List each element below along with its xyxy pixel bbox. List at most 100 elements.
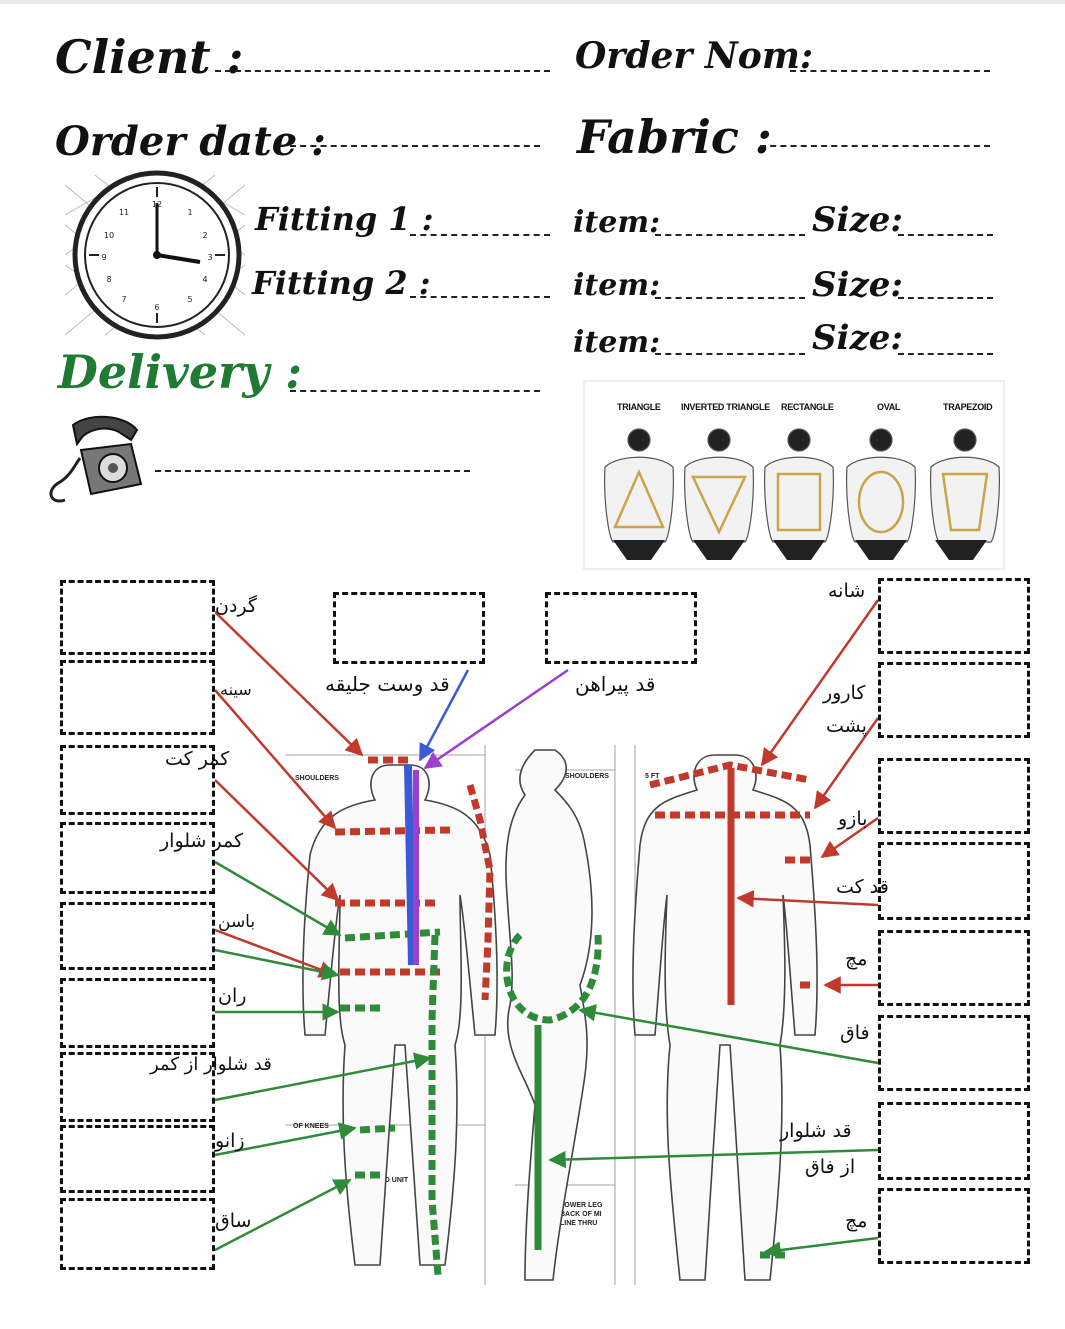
fig-text-lower-leg: LOWER LEG: [560, 1202, 603, 1209]
measure-box-right-1[interactable]: [878, 578, 1030, 654]
fabric-field[interactable]: [760, 145, 990, 147]
delivery-field[interactable]: [290, 390, 540, 392]
shape-label-triangle: TRIANGLE: [617, 402, 661, 412]
body-shape-figures: [604, 428, 1000, 560]
measure-box-right-4[interactable]: [878, 842, 1030, 920]
svg-text:3: 3: [207, 253, 212, 262]
measure-box-left-8[interactable]: [60, 1125, 215, 1193]
phone-field[interactable]: [155, 470, 470, 472]
svg-text:9: 9: [101, 253, 106, 262]
measure-box-right-8[interactable]: [878, 1188, 1030, 1264]
trapezoid-outline: [941, 472, 989, 532]
measure-box-right-6[interactable]: [878, 1015, 1030, 1091]
label-neck: گردن: [215, 595, 257, 617]
measure-box-left-6[interactable]: [60, 978, 215, 1048]
fitting1-field[interactable]: [410, 234, 550, 236]
label-hip: باسن: [218, 912, 256, 932]
label-ankle: مچ: [845, 1210, 868, 1232]
label-wrist: مچ: [845, 948, 868, 970]
measure-box-left-3[interactable]: [60, 745, 215, 815]
measure-box-left-9[interactable]: [60, 1198, 215, 1270]
shape-figure-torso: [684, 456, 754, 543]
label-crotch: فاق: [840, 1022, 870, 1044]
shape-figure-head: [707, 428, 731, 452]
measure-box-top-2[interactable]: [545, 592, 697, 664]
fig-text-line-thru: LINE THRU: [560, 1220, 597, 1227]
rectangle-outline: [776, 472, 822, 532]
label-vest-length: قد وست جلیقه: [325, 672, 450, 696]
size-label-2: Size:: [812, 265, 903, 305]
client-field[interactable]: [215, 70, 550, 72]
measure-box-right-7[interactable]: [878, 1102, 1030, 1180]
svg-text:7: 7: [121, 295, 126, 304]
svg-text:8: 8: [106, 275, 111, 284]
triangle-outline: [613, 468, 665, 529]
label-karvar: کارور: [823, 682, 866, 704]
label-knee: زانو: [215, 1130, 245, 1152]
order-num-field[interactable]: [790, 70, 990, 72]
fig-text-back-of: BACK OF MI: [560, 1211, 602, 1218]
fig-text-knees: OF KNEES: [293, 1123, 329, 1130]
size-label-3: Size:: [812, 318, 903, 358]
shape-label-inverted-triangle: INVERTED TRIANGLE: [681, 402, 770, 412]
label-chest: سینه: [220, 680, 252, 699]
size-field-2[interactable]: [898, 297, 993, 299]
label-from-crotch: از فاق: [805, 1156, 856, 1178]
label-jacket-length: قد کت: [836, 876, 889, 898]
label-calf: ساق: [215, 1210, 252, 1232]
measure-box-left-2[interactable]: [60, 660, 215, 735]
shape-figure-head: [787, 428, 811, 452]
svg-text:2: 2: [202, 231, 207, 240]
svg-text:1: 1: [187, 208, 192, 217]
inverted-triangle-outline: [691, 475, 747, 535]
item-field-3[interactable]: [655, 353, 805, 355]
size-field-1[interactable]: [898, 234, 993, 236]
shape-figure-head: [627, 428, 651, 452]
measure-box-top-1[interactable]: [333, 592, 485, 664]
shape-figure-torso: [846, 456, 916, 543]
order-date-label: Order date :: [55, 118, 326, 165]
measure-box-right-2[interactable]: [878, 662, 1030, 738]
fig-text-shoulders: SHOULDERS: [295, 775, 339, 782]
fabric-label: Fabric :: [577, 110, 772, 164]
item-label-3: item:: [573, 325, 661, 360]
fig-text-ft: 5 FT: [645, 773, 660, 780]
fitting1-label: Fitting 1 :: [255, 200, 434, 238]
item-field-2[interactable]: [655, 297, 805, 299]
measure-box-left-1[interactable]: [60, 580, 215, 655]
label-shirt-length: قد پیراهن: [575, 672, 656, 696]
shape-label-oval: OVAL: [877, 402, 901, 412]
label-shoulder: شانه: [828, 580, 866, 602]
label-jacket-waist: کمر کت: [165, 748, 230, 770]
fig-text-shoulders2: SHOULDERS: [565, 773, 609, 780]
svg-text:10: 10: [104, 231, 114, 240]
fig-text-head-unit: HEAD UNIT: [370, 1177, 409, 1184]
shape-figure-head: [953, 428, 977, 452]
body-shapes-panel: TRIANGLE INVERTED TRIANGLE RECTANGLE OVA…: [583, 380, 1005, 570]
item-field-1[interactable]: [655, 234, 805, 236]
svg-text:5: 5: [187, 295, 192, 304]
body-measurement-figure: SHOULDERS SHOULDERS 5 FT OF KNEES HEAD U…: [285, 745, 818, 1285]
measure-box-left-5[interactable]: [60, 902, 215, 970]
label-trouser-length: قد شلوار: [780, 1120, 852, 1142]
delivery-label: Delivery :: [58, 345, 303, 399]
item-label-1: item:: [573, 205, 661, 240]
order-date-field[interactable]: [290, 145, 540, 147]
shape-label-trapezoid: TRAPEZOID: [943, 402, 993, 412]
svg-text:11: 11: [119, 208, 129, 217]
size-field-3[interactable]: [898, 353, 993, 355]
oval-outline: [857, 470, 905, 534]
label-back: پشت: [826, 715, 867, 737]
measure-box-left-7[interactable]: [60, 1052, 215, 1122]
measure-box-left-4[interactable]: [60, 822, 215, 894]
fitting2-field[interactable]: [410, 296, 550, 298]
top-edge: [0, 0, 1065, 4]
measurement-lines: [214, 599, 880, 1276]
shape-label-rectangle: RECTANGLE: [781, 402, 834, 412]
measure-box-right-5[interactable]: [878, 930, 1030, 1006]
measure-box-right-3[interactable]: [878, 758, 1030, 834]
shape-figure-head: [869, 428, 893, 452]
label-trouser-length-waist: قد شلوار از کمر: [150, 1054, 272, 1075]
shape-figure-torso: [604, 456, 674, 543]
